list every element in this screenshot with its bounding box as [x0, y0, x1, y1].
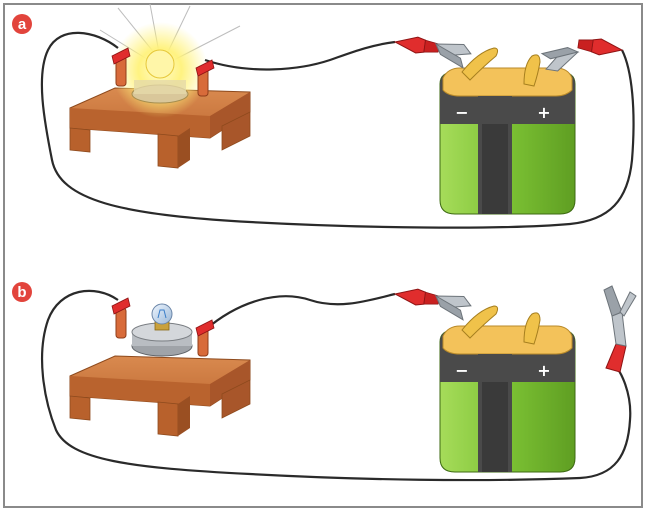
panel-label-badge	[12, 282, 32, 302]
detached-clip	[603, 285, 637, 373]
battery-positive-sign: +	[537, 103, 550, 122]
positive-terminal	[523, 54, 541, 87]
negative-terminal	[461, 305, 499, 339]
red-clip-left	[111, 297, 131, 315]
wire-loop-a	[40, 31, 635, 229]
positive-terminal	[523, 312, 541, 345]
red-clip-negative	[393, 285, 441, 309]
red-clip-right	[195, 319, 215, 337]
panel-a: a −	[12, 3, 635, 229]
battery-negative-sign: −	[455, 103, 468, 122]
negative-terminal	[461, 47, 499, 81]
red-clip-left	[111, 47, 131, 65]
lit-bulb-icon	[99, 3, 241, 118]
battery-negative-sign: −	[455, 361, 468, 380]
battery	[439, 67, 576, 215]
battery	[439, 325, 576, 473]
red-clip-negative	[393, 33, 441, 57]
red-clip-right	[195, 59, 215, 77]
panel-label: a	[18, 16, 27, 33]
wire-loop-b	[40, 289, 632, 482]
panel-label-badge	[12, 14, 32, 34]
panel-b: b − +	[12, 282, 637, 482]
battery-positive-sign: +	[537, 361, 550, 380]
wire-top-a	[204, 40, 396, 71]
wire-top-b	[204, 292, 396, 331]
red-clip-positive	[576, 35, 624, 59]
unlit-bulb-icon	[131, 303, 193, 357]
wooden-stand	[69, 355, 251, 437]
panel-label: b	[17, 284, 26, 301]
